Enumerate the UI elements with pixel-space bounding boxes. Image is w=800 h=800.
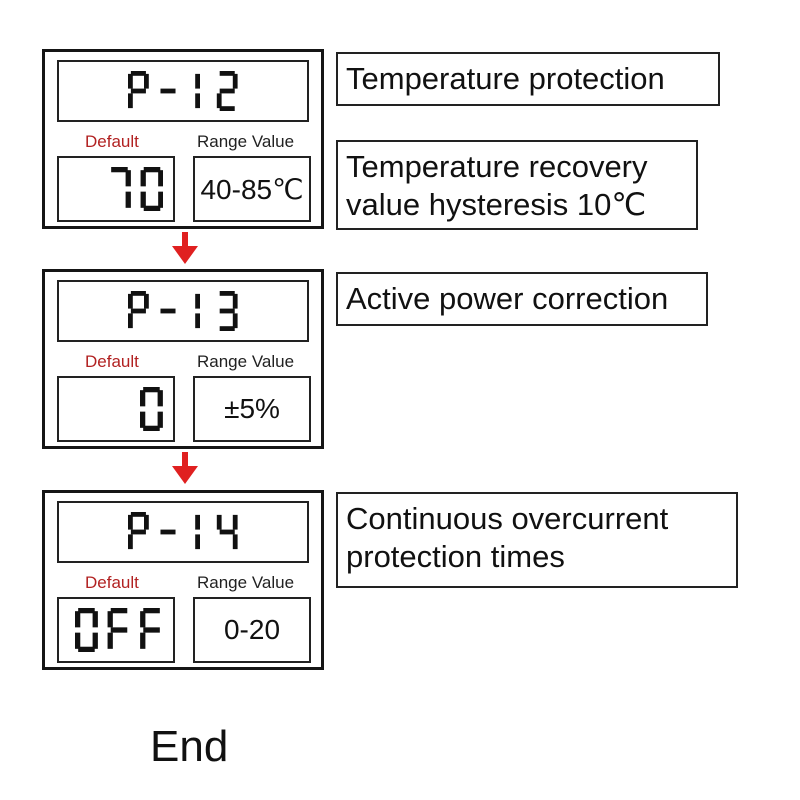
description-temperature-recovery: Temperature recovery value hysteresis 10… <box>336 140 698 230</box>
segment-char <box>128 512 150 550</box>
segment-char <box>140 167 163 211</box>
range-value-display: 0-20 <box>193 597 311 663</box>
segment-char <box>195 293 201 329</box>
default-value-display <box>57 597 175 663</box>
default-label: Default <box>85 352 139 371</box>
range-value-display: ±5% <box>193 376 311 442</box>
segment-char <box>140 387 163 431</box>
seven-segment-code <box>128 71 238 111</box>
segment-char <box>75 608 98 652</box>
parameter-panel-p12: Default Range Value 40-85℃ <box>42 49 324 229</box>
code-display <box>57 60 309 122</box>
description-temperature-protection: Temperature protection <box>336 52 720 106</box>
segment-char <box>195 73 201 109</box>
range-value-label: Range Value <box>197 132 295 151</box>
segment-char <box>195 514 201 550</box>
down-arrow-icon <box>172 232 198 264</box>
seven-segment-code <box>128 291 238 331</box>
seven-segment-default <box>110 167 163 211</box>
range-value-label: Range Value <box>197 573 295 592</box>
segment-char <box>110 167 131 208</box>
segment-char <box>140 608 160 649</box>
segment-char <box>219 291 238 331</box>
segment-char <box>217 514 238 550</box>
range-value-display: 40-85℃ <box>193 156 311 222</box>
segment-char <box>160 88 176 94</box>
default-value-display <box>57 376 175 442</box>
range-value-label: Range Value <box>197 352 295 371</box>
segment-char <box>217 71 238 111</box>
segment-char <box>160 308 176 314</box>
seven-segment-default <box>140 387 163 431</box>
parameter-panel-p14: Default Range Value 0-20 <box>42 490 324 670</box>
seven-segment-default <box>75 608 160 652</box>
segment-char <box>128 291 150 329</box>
default-label: Default <box>85 132 139 151</box>
segment-char <box>107 608 128 649</box>
code-display <box>57 280 309 342</box>
parameter-panel-p13: Default Range Value ±5% <box>42 269 324 449</box>
code-display <box>57 501 309 563</box>
segment-char <box>160 529 176 535</box>
seven-segment-code <box>128 512 238 550</box>
down-arrow-icon <box>172 452 198 484</box>
end-label: End <box>150 722 229 771</box>
description-continuous-overcurrent: Continuous overcurrent protection times <box>336 492 738 588</box>
default-label: Default <box>85 573 139 592</box>
segment-char <box>128 71 150 109</box>
description-active-power-correction: Active power correction <box>336 272 708 326</box>
default-value-display <box>57 156 175 222</box>
